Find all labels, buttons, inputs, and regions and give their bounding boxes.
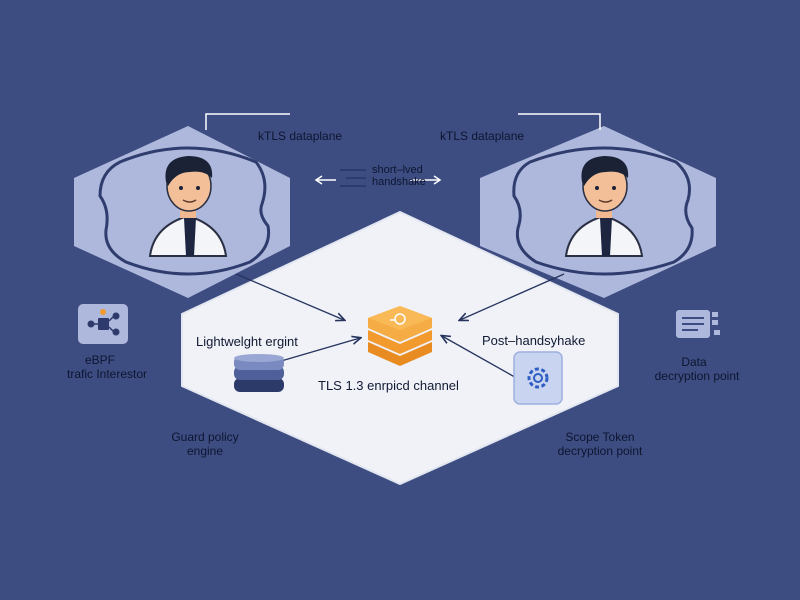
document-list-icon	[676, 310, 720, 338]
guard-label-line1: Guard policy	[171, 430, 239, 444]
scope-label-line1: Scope Token	[565, 430, 635, 444]
gear-icon	[527, 367, 549, 389]
data-label-line1: Data	[681, 355, 707, 369]
database-stack-icon	[234, 354, 284, 392]
arrow-right-gear-to-center	[442, 336, 521, 381]
right-bracket-line	[518, 113, 601, 130]
post-handshake-label: Post–handsyhake	[482, 333, 586, 348]
short-lived-label-line2: handshake	[372, 176, 426, 188]
left-bracket-line	[205, 113, 290, 130]
ebpf-label-line1: eBPF	[84, 353, 115, 367]
tls-channel-label: TLS 1.3 enrpicd channel	[318, 378, 459, 393]
lightweight-engine-label: Lightwelght ergint	[196, 334, 298, 349]
orange-layer-stack-icon	[368, 306, 432, 366]
guard-label-line2: engine	[186, 444, 224, 458]
ktls-right-label: kTLS dataplane	[440, 129, 525, 143]
short-lived-label-line1: short–lved	[372, 164, 423, 176]
handshake-lines-icon	[340, 169, 366, 187]
left-person-avatar	[148, 156, 228, 257]
ebpf-label-line2: trafic Interestor	[66, 367, 148, 381]
gear-card	[513, 351, 563, 405]
network-nodes-icon	[78, 304, 128, 344]
right-person-avatar	[564, 156, 644, 257]
ktls-left-label: kTLS dataplane	[258, 129, 343, 143]
arrow-left-persona-to-center	[235, 273, 344, 320]
scope-label-line2: decryption point	[557, 444, 643, 458]
data-label-line2: decryption point	[654, 369, 740, 383]
arrow-right-persona-to-center	[460, 273, 565, 320]
